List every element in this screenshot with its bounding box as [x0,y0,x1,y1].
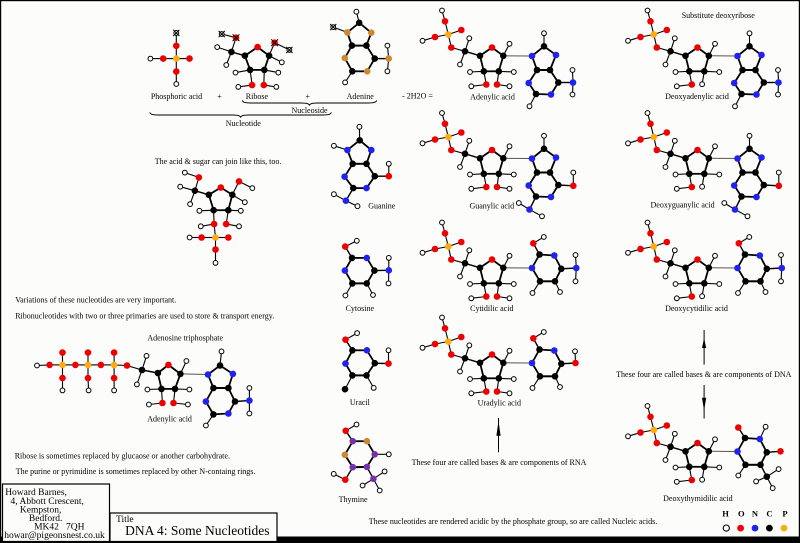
svg-text:Ribonucleotides with two or th: Ribonucleotides with two or three primar… [15,312,274,321]
svg-text:These four are called bases &: These four are called bases & are compon… [412,458,587,467]
svg-text:The acid & sugar can join like: The acid & sugar can join like this, too… [155,157,282,166]
svg-text:Adenylic acid: Adenylic acid [470,93,515,102]
svg-text:Howard Barnes,: Howard Barnes, [5,488,67,498]
svg-text:- 2H2O =: - 2H2O = [402,92,433,101]
svg-text:C: C [766,509,772,519]
svg-text:H: H [722,509,729,519]
svg-text:Deoxyadenylic acid: Deoxyadenylic acid [665,92,729,101]
svg-text:Uradylic acid: Uradylic acid [478,399,521,408]
svg-text:Nucleotide: Nucleotide [226,119,262,128]
svg-text:Adenine: Adenine [347,92,375,101]
svg-text:Deoxythymidilic acid: Deoxythymidilic acid [663,494,733,503]
svg-text:Cytosine: Cytosine [346,304,375,313]
svg-text:howar@pigeonsnest.co.uk: howar@pigeonsnest.co.uk [4,531,105,541]
svg-text:+: + [217,92,222,101]
svg-text:Kempston,: Kempston, [20,506,61,516]
svg-text:Cytidilic acid: Cytidilic acid [470,304,513,313]
svg-text:Guanine: Guanine [368,201,396,210]
svg-text:Title: Title [116,515,134,525]
svg-text:Ribose: Ribose [246,92,269,101]
svg-text:4, Abbott Crescent,: 4, Abbott Crescent, [11,497,84,507]
svg-text:DNA 4: Some Nucleotides: DNA 4: Some Nucleotides [125,523,269,538]
svg-text:Adenylic acid: Adenylic acid [147,414,192,423]
svg-text:Phosphoric acid: Phosphoric acid [151,92,202,101]
svg-text:Substitute deoxyribose: Substitute deoxyribose [682,11,756,20]
svg-text:These nucleotides are rendered: These nucleotides are rendered acidic by… [369,517,658,526]
svg-text:Nucleoside: Nucleoside [292,106,328,115]
svg-text:P: P [782,509,787,519]
svg-text:These four are called bases &: These four are called bases & are compon… [616,370,791,379]
svg-text:The purine or pyrimidine is so: The purine or pyrimidine is sometimes re… [16,467,256,476]
svg-text:N: N [752,509,759,519]
svg-text:MK42 7QH: MK42 7QH [34,522,85,532]
svg-text:O: O [738,509,745,519]
svg-text:Guanylic acid: Guanylic acid [469,202,514,211]
svg-text:Uracil: Uracil [350,398,371,407]
svg-text:Deoxyguanylic acid: Deoxyguanylic acid [650,201,714,210]
svg-text:Variations of these nucleotide: Variations of these nucleotides are very… [15,296,176,305]
svg-text:Ribose is sometimes replaced b: Ribose is sometimes replaced by glucaose… [15,451,230,460]
svg-text:Thymine: Thymine [339,495,368,504]
svg-text:Bedford.: Bedford. [29,513,63,524]
svg-text:Deoxycytidilic acid: Deoxycytidilic acid [665,304,728,313]
svg-text:Adenosine triphosphate: Adenosine triphosphate [147,333,223,342]
svg-text:+: + [305,92,310,101]
